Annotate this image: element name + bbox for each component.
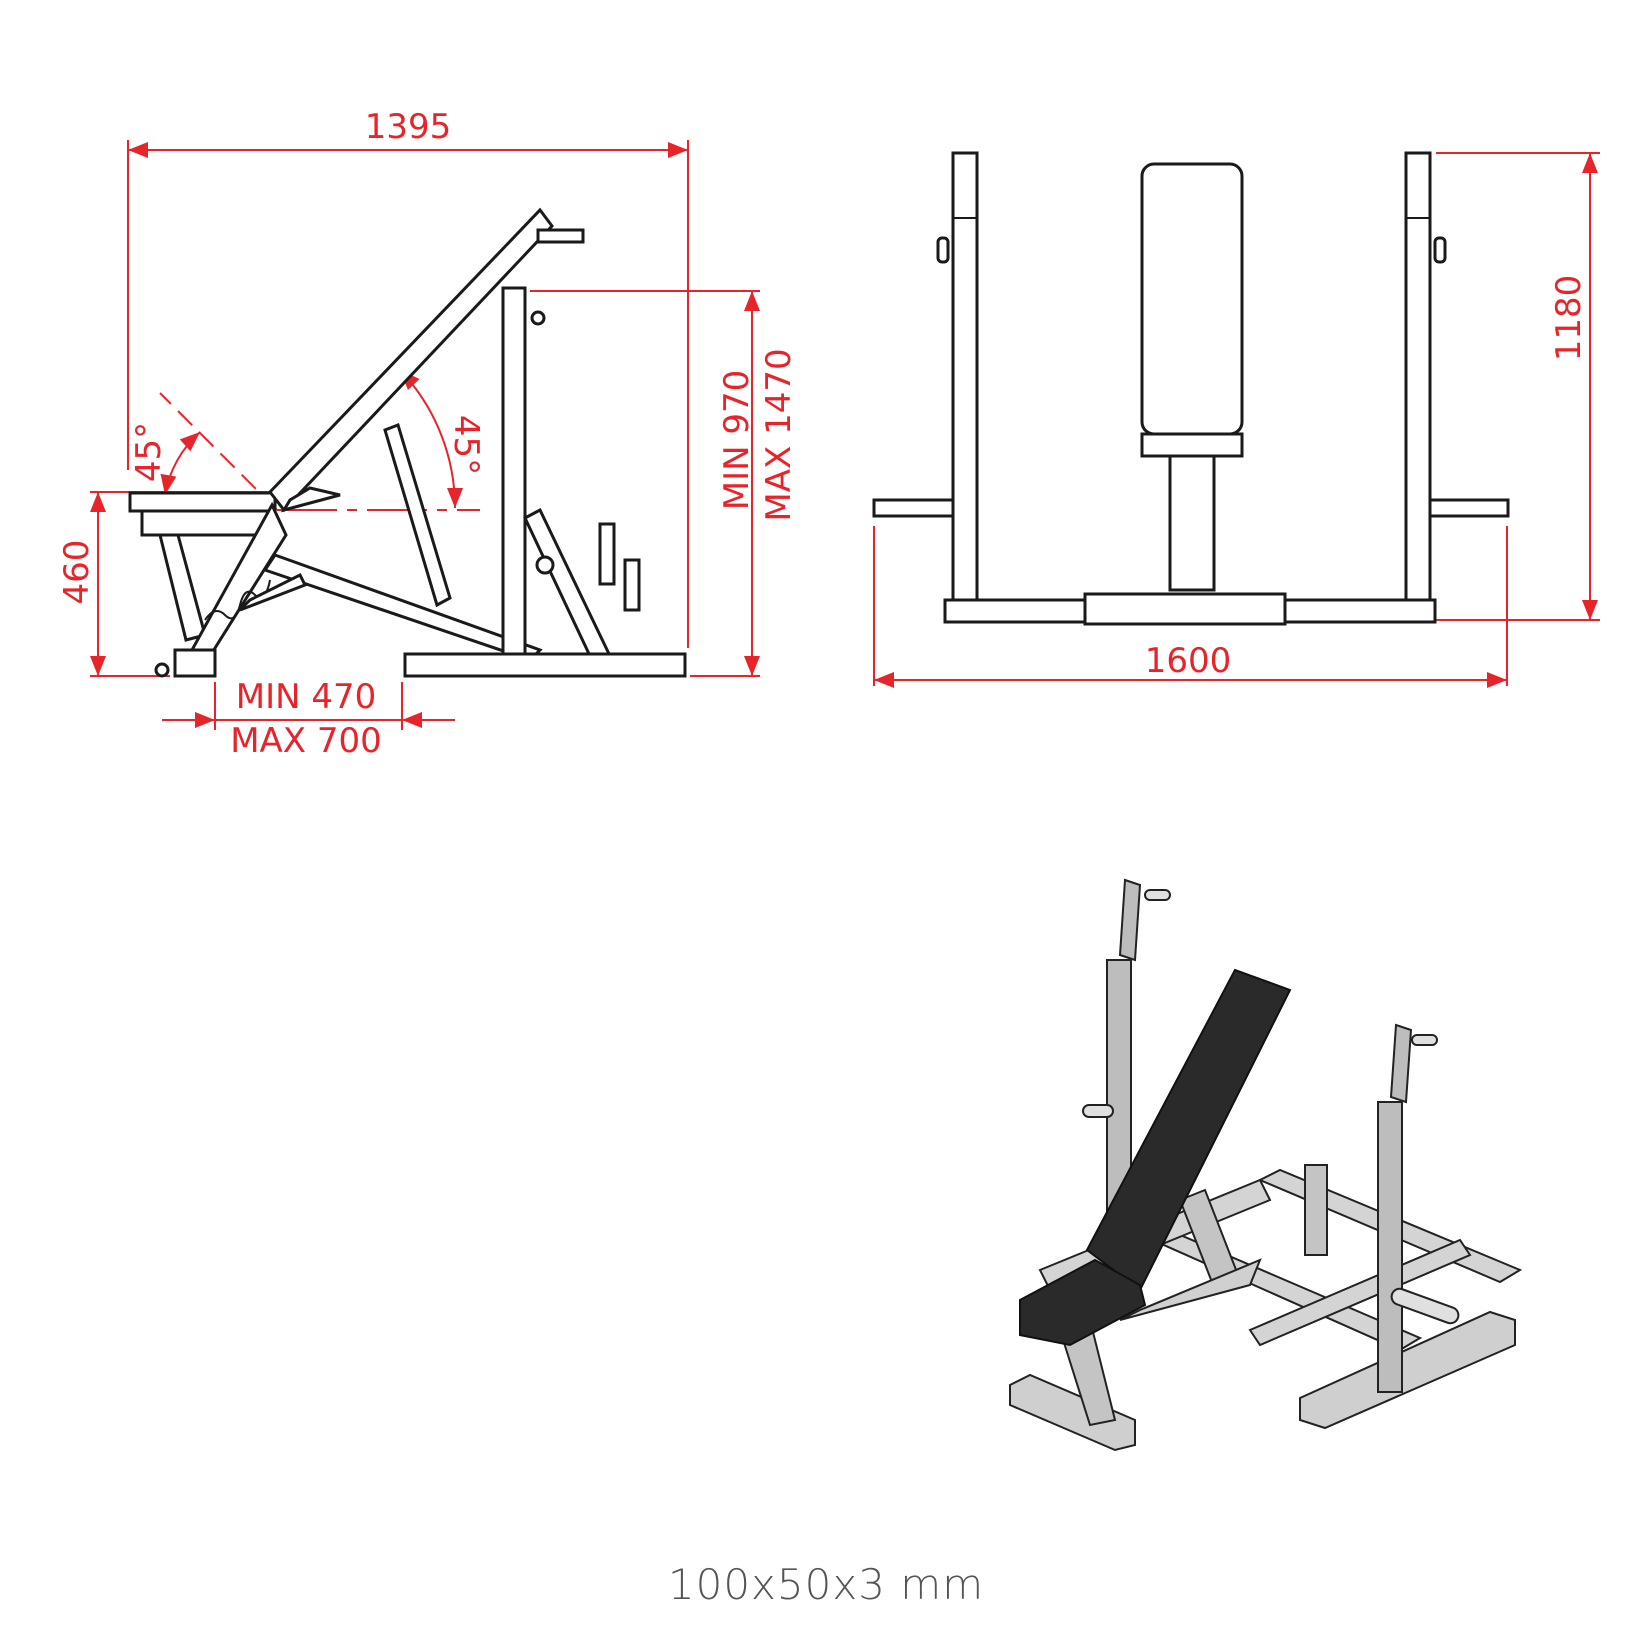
dim-seat-angle: 45° — [129, 422, 169, 482]
dim-back-angle: 45° — [446, 415, 486, 475]
side-view: 1395 460 MIN 970 MAX 1470 MIN 470 MAX 70… — [57, 107, 799, 761]
isometric-view — [1009, 878, 1523, 1452]
dim-overall-length: 1395 — [365, 107, 452, 147]
tube-spec-caption: 100x50x3 mm — [667, 1560, 985, 1609]
dim-overall-height: 1180 — [1549, 275, 1589, 362]
dim-height-min: MIN 970 — [717, 370, 757, 511]
dim-seat-offset-min: MIN 470 — [236, 677, 377, 717]
dim-seat-offset-max: MAX 700 — [230, 721, 382, 761]
dim-overall-width: 1600 — [1145, 641, 1232, 681]
front-view: 1600 1180 — [872, 151, 1600, 688]
dim-height-max: MAX 1470 — [759, 348, 799, 521]
dim-seat-height: 460 — [57, 540, 97, 605]
